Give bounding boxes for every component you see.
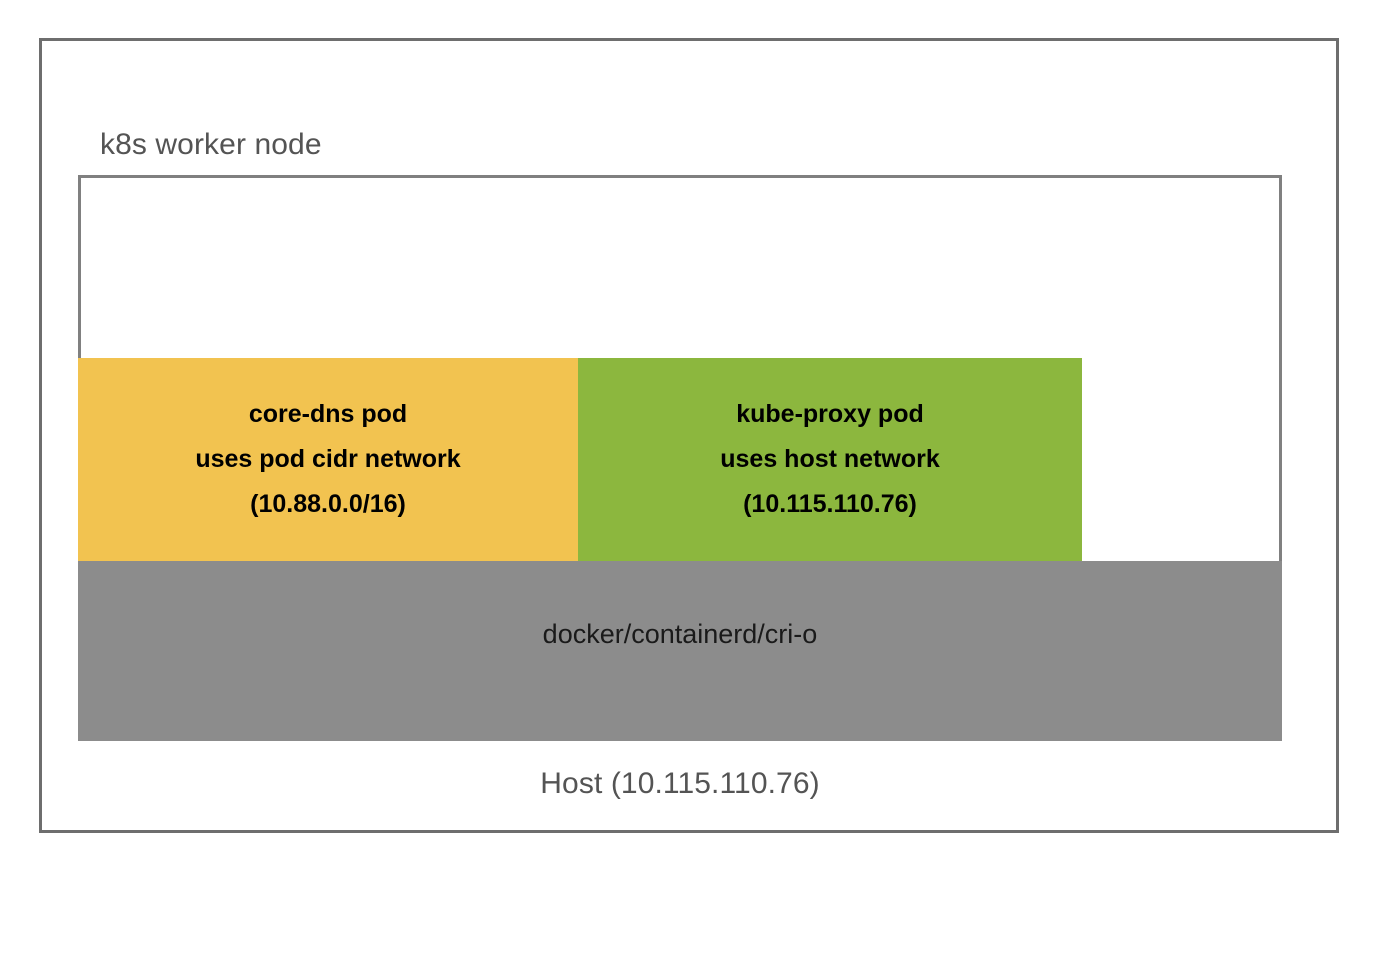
container-runtime-label: docker/containerd/cri-o: [542, 619, 818, 649]
worker-node-title: k8s worker node: [100, 128, 322, 161]
host-caption-label: Host (10.115.110.76): [540, 767, 820, 800]
kube-proxy-pod-line-3: (10.115.110.76): [743, 490, 917, 518]
core-dns-pod-line-3: (10.88.0.0/16): [250, 490, 406, 518]
core-dns-pod-line-1: core-dns pod: [248, 400, 408, 428]
kube-proxy-pod-box: kube-proxy pod uses host network (10.115…: [578, 358, 1082, 561]
container-runtime-bar: docker/containerd/cri-o: [78, 561, 1282, 741]
core-dns-pod-box: core-dns pod uses pod cidr network (10.8…: [78, 358, 578, 561]
kube-proxy-pod-line-2: uses host network: [720, 445, 940, 473]
pod-row: core-dns pod uses pod cidr network (10.8…: [78, 358, 1082, 561]
kube-proxy-pod-line-1: kube-proxy pod: [736, 400, 924, 428]
core-dns-pod-line-2: uses pod cidr network: [195, 445, 461, 473]
